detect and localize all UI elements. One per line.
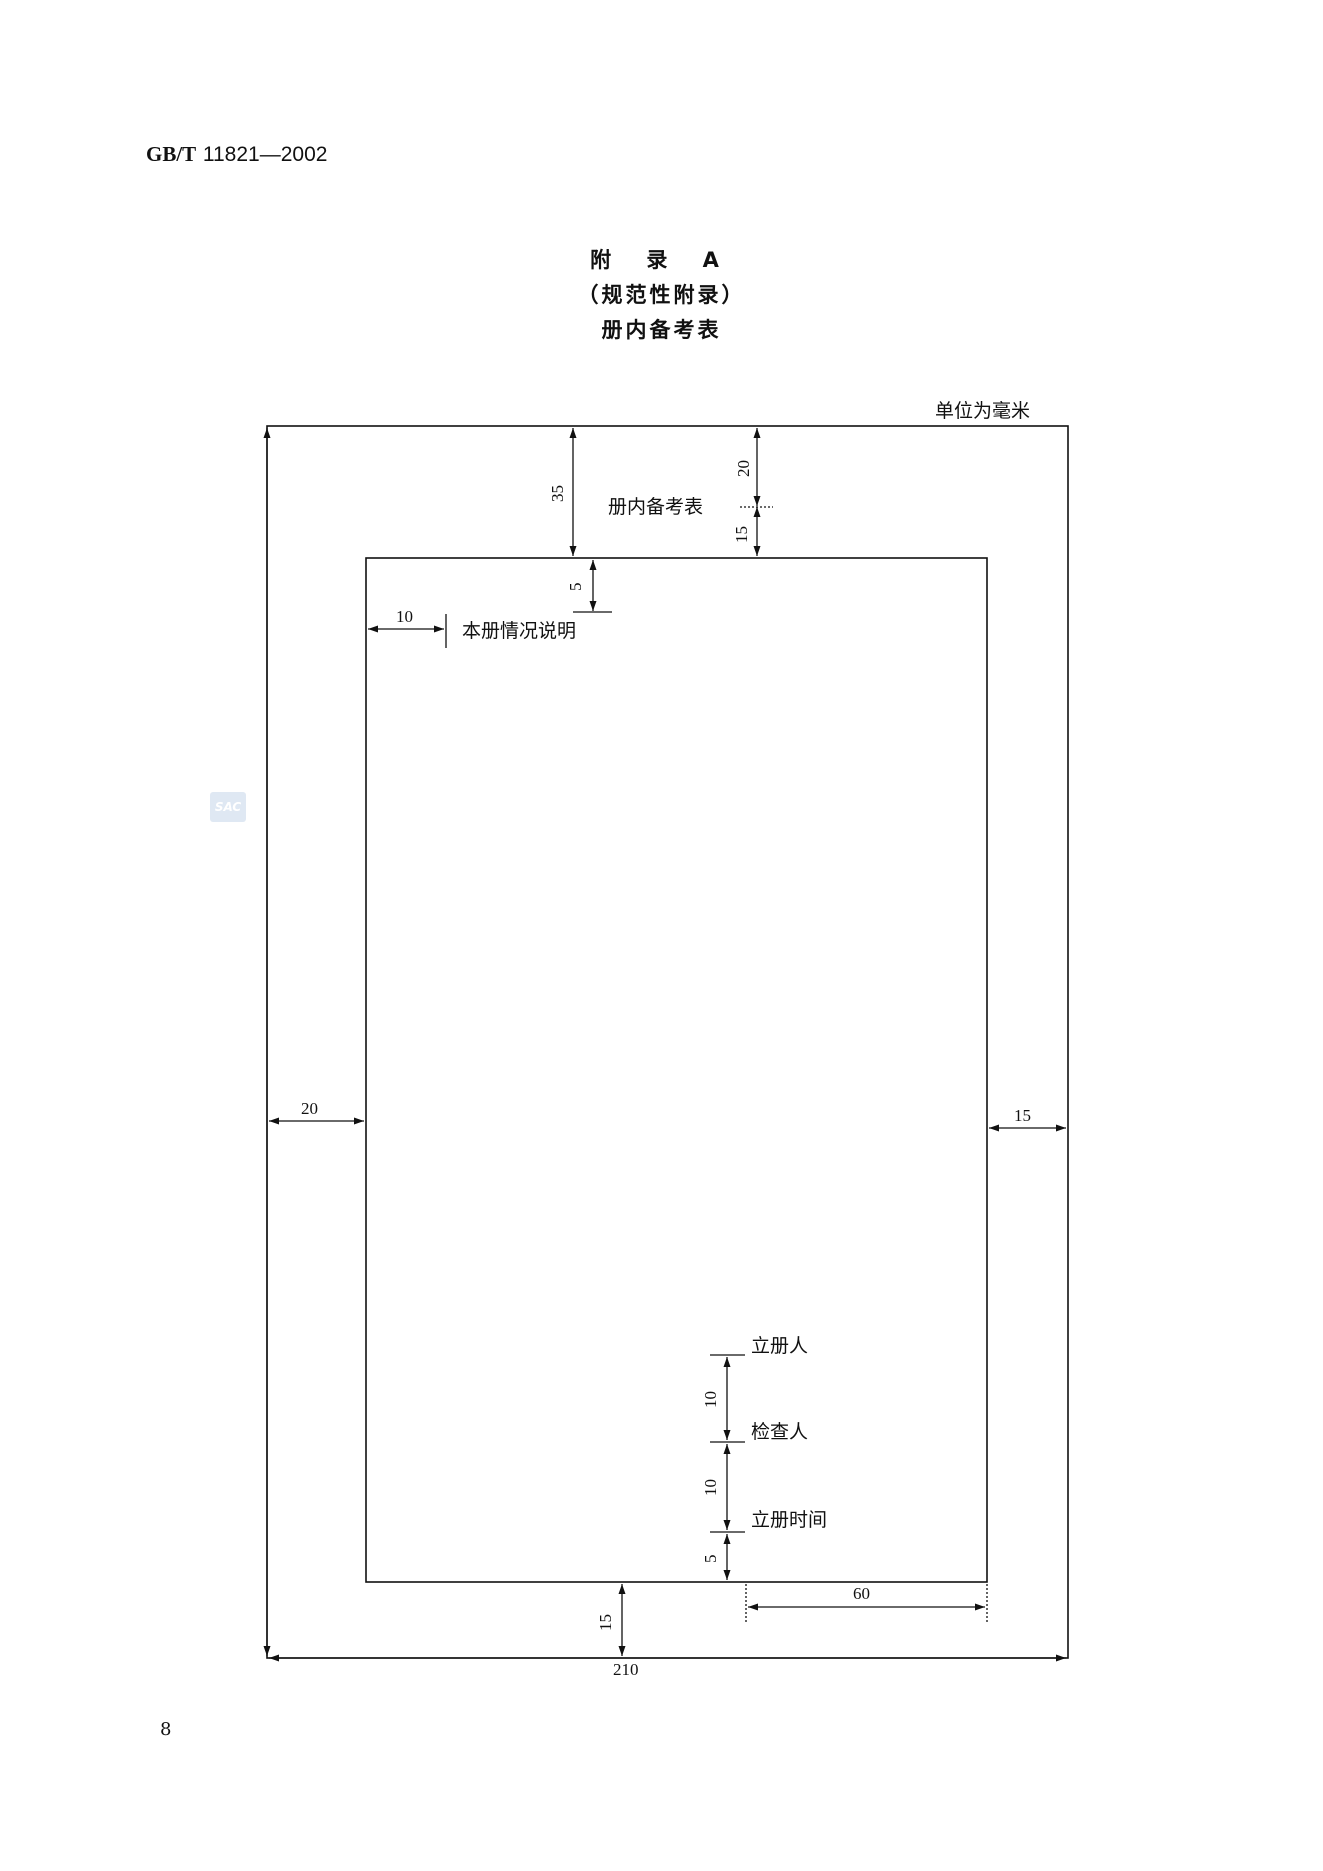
note-left-value: 10: [396, 607, 413, 626]
outer-frame: [266, 425, 1069, 1659]
standard-number: 11821—2002: [202, 143, 328, 166]
sign-width-value: 60: [853, 1584, 870, 1603]
title-bottom-value: 15: [732, 526, 751, 543]
left-margin-value: 20: [301, 1099, 318, 1118]
right-margin-value: 15: [1014, 1106, 1031, 1125]
inner-title-label: 册内备考表: [608, 496, 703, 518]
top-margin-value: 35: [548, 485, 567, 502]
page-number: 8: [160, 1719, 172, 1740]
standard-prefix: GB/T: [146, 142, 197, 166]
sign-gap-2-value: 10: [701, 1479, 720, 1496]
signature-label-creator: 立册人: [751, 1335, 808, 1357]
note-top-value: 5: [566, 583, 585, 592]
total-width-value: 210: [613, 1660, 639, 1679]
sign-bottom-value: 5: [701, 1555, 720, 1564]
appendix-type: （规范性附录）: [577, 283, 746, 307]
standard-code: GB/T 11821—2002: [146, 142, 327, 167]
appendix-title: 册内备考表: [601, 318, 722, 342]
signature-label-date: 立册时间: [751, 1509, 827, 1531]
sac-watermark-logo: SAC: [210, 792, 246, 822]
inner-frame: [365, 557, 988, 1583]
title-top-value: 20: [734, 460, 753, 477]
appendix-heading: 附 录 A: [590, 248, 733, 272]
signature-label-checker: 检查人: [751, 1421, 808, 1443]
sign-gap-1-value: 10: [701, 1391, 720, 1408]
bottom-margin-value: 15: [596, 1614, 615, 1631]
unit-note: 单位为毫米: [935, 400, 1030, 422]
note-label: 本册情况说明: [462, 620, 576, 642]
